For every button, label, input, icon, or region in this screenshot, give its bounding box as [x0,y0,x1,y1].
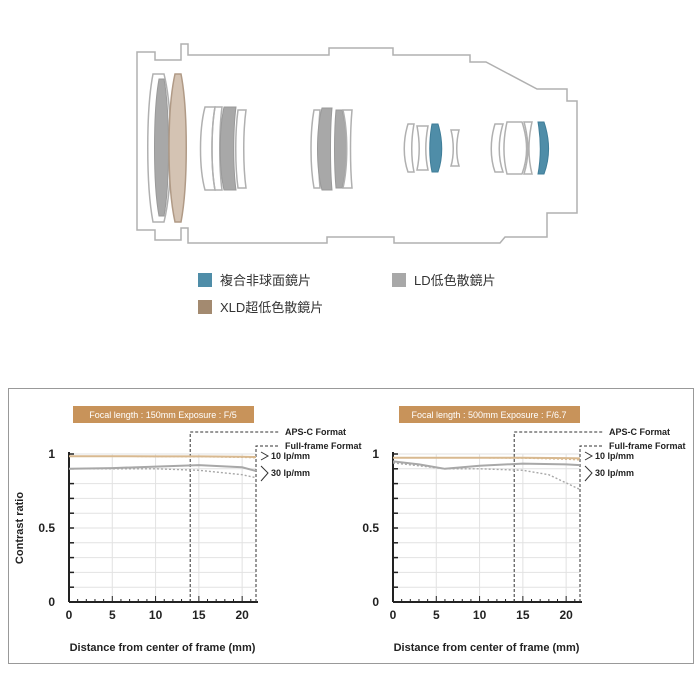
chart2-x-axis-label: Distance from center of frame (mm) [394,642,580,654]
chart1-aps-c-label: APS-C Format [285,427,346,437]
chart2-y-tick-label-1: 1 [372,447,379,461]
lens-barrel-outline [136,43,578,244]
lens-element-4a [403,123,415,173]
chart1-full-frame-label: Full-frame Format [285,441,362,451]
chart1-x-tick-label-10: 10 [149,608,163,622]
chart2-x-tick-label-20: 20 [559,608,573,622]
lens-construction-diagram [136,43,578,244]
chart2-x-tick-label-5: 5 [433,608,440,622]
chart2-x-tick-label-0: 0 [390,608,397,622]
chart1-x-tick-label-15: 15 [192,608,206,622]
lens-element-5a [490,123,505,173]
chart1-title: Focal length : 150mm Exposure : F/5 [89,410,237,420]
chart2-full-frame-boundary [579,445,604,602]
chart1-y-tick-label-0: 0 [48,595,55,609]
chart1-x-axis-label: Distance from center of frame (mm) [70,642,256,654]
legend-item-aspherical: 複合非球面鏡片 [198,270,311,289]
legend-label-ld: LD低色散鏡片 [414,273,496,288]
chart1-series-30lp-dotted [69,468,257,479]
legend-label-xld: XLD超低色散鏡片 [220,300,324,315]
legend-swatch-ld [392,272,406,287]
chart1-x-tick-label-0: 0 [66,608,73,622]
chart2-aps-c-boundary [513,431,604,602]
chart1-bracket-10 [260,451,270,461]
chart1-title-bar [73,406,254,423]
lens-element-1b-ld [154,78,169,217]
chart2-series-30lp-solid [392,460,581,470]
chart1-freq-10-label: 10 lp/mm [271,451,310,461]
chart1-bracket-30 [260,465,269,482]
legend-label-aspherical: 複合非球面鏡片 [220,273,312,288]
lens-diagram-area: 複合非球面鏡片 LD低色散鏡片 XLD超低色散鏡片 [0,0,700,340]
lens-element-4c-aspherical [429,123,443,173]
chart1-x-tick-label-5: 5 [109,608,116,622]
chart2-x-tick-label-10: 10 [473,608,487,622]
lens-element-3d [342,109,353,189]
chart2-freq-10-label: 10 lp/mm [595,451,634,461]
legend-item-xld: XLD超低色散鏡片 [198,297,323,316]
chart1-aps-c-boundary [189,431,280,602]
lens-element-2b [211,106,223,191]
legend-item-ld: LD低色散鏡片 [392,270,496,289]
lens-element-5b [503,121,528,175]
lens-element-5c [522,121,533,175]
lens-element-3b-ld [317,107,333,191]
chart1-y-tick-label-1: 1 [48,447,55,461]
lens-element-1c-xld [168,73,187,223]
legend-swatch-aspherical [198,272,212,287]
chart2-title-bar [399,406,580,423]
chart1-series-30lp-solid [68,464,257,472]
chart2-title: Focal length : 500mm Exposure : F/6.7 [411,410,566,420]
lens-element-5d-aspherical [537,121,549,175]
lens-element-2c-ld [219,106,237,191]
chart2-series-30lp-dotted [392,462,581,491]
chart2-y-tick-label-0.5: 0.5 [362,521,379,535]
chart1-full-frame-boundary [255,445,280,602]
lens-element-4d [449,129,461,167]
chart1-y-axis-label: Contrast ratio [14,492,26,564]
chart1-x-tick-label-20: 20 [235,608,249,622]
chart2-full-frame-label: Full-frame Format [609,441,686,451]
lens-element-1a [147,73,172,223]
chart1-freq-30-label: 30 lp/mm [271,468,310,478]
chart2-bracket-30 [584,465,593,482]
chart2-freq-30-label: 30 lp/mm [595,468,634,478]
lens-element-2d [235,109,247,189]
legend-swatch-xld [198,299,212,314]
lens-element-4b [416,125,429,171]
chart1-series-10lp-dotted [69,455,257,459]
chart2-bracket-10 [584,451,594,461]
chart2-y-tick-label-0: 0 [372,595,379,609]
chart2-aps-c-label: APS-C Format [609,427,670,437]
chart1-y-tick-label-0.5: 0.5 [38,521,55,535]
chart2-series-10lp-dotted [393,456,581,461]
chart2-x-tick-label-15: 15 [516,608,530,622]
